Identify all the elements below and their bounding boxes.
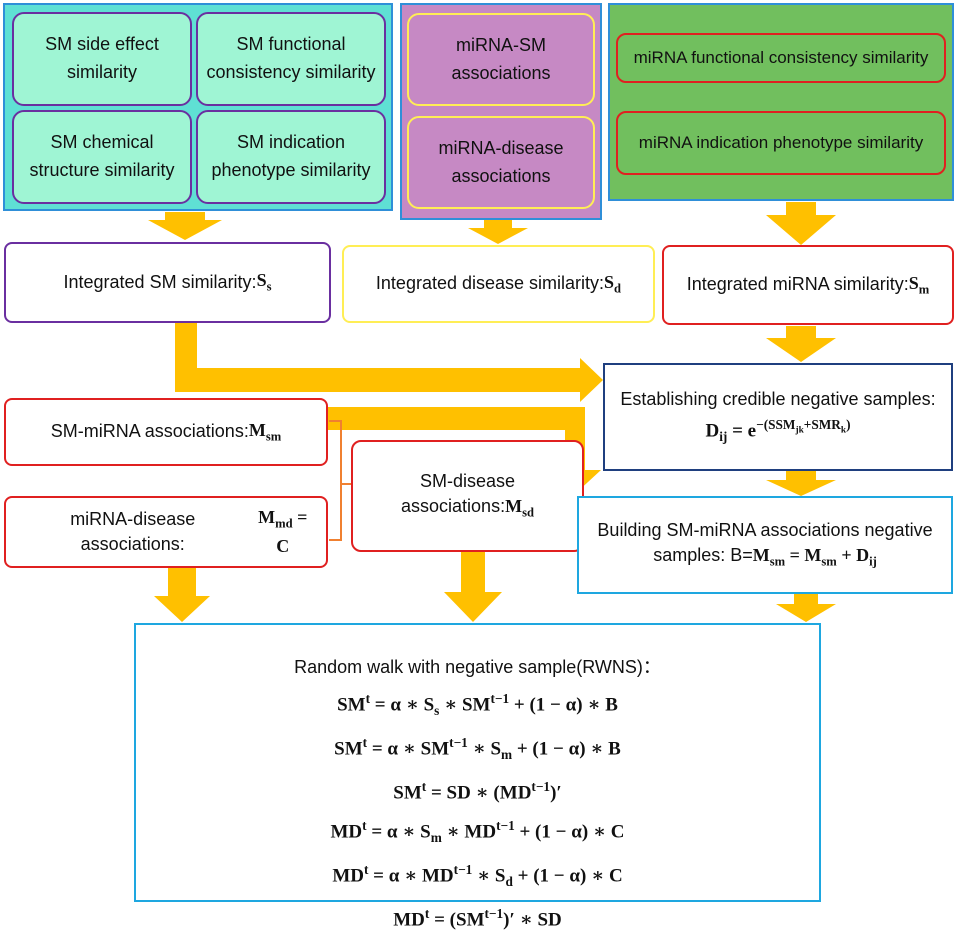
sm-indication-tile: SM indication phenotype similarity (196, 110, 386, 204)
arrow-building-to-rwns (776, 594, 836, 622)
mirna-functional-tile: miRNA functional consistency similarity (616, 33, 946, 83)
building-label-line2: samples: B=Msm = Msm + Dij (653, 545, 877, 570)
disease-similarity-label: Integrated disease similarity: (375, 273, 605, 294)
mirna-features-panel: miRNA functional consistency similarity … (608, 3, 954, 201)
mirna-similarity-label: Integrated miRNA similarity: (686, 274, 909, 295)
sm-mirna-assoc-label: SM-miRNA associations: (50, 421, 249, 442)
sm-similarity-symbol: Ss (256, 270, 272, 294)
association-connector (329, 420, 351, 541)
mirna-functional-label: miRNA functional consistency similarity (633, 47, 929, 67)
integrated-disease-similarity-node: Integrated disease similarity: Sd (342, 245, 655, 323)
arrow-left-to-rwns (154, 565, 210, 622)
building-label-line1: Building SM-miRNA associations negative (597, 520, 933, 541)
negative-samples-label: Establishing credible negative samples: (620, 389, 936, 410)
sm-disease-label-line2: associations:Msd (401, 496, 534, 521)
integrated-mirna-similarity-node: Integrated miRNA similarity: Sm (662, 245, 954, 325)
sm-mirna-assoc-symbol: Msm (248, 419, 282, 444)
sm-features-panel: SM side effect similarity SM functional … (3, 3, 393, 211)
sm-indication-label: SM indication phenotype similarity (211, 132, 371, 180)
arrow-negative-to-building (766, 471, 836, 496)
mirna-disease-assoc-label: miRNA-disease associations: (70, 508, 196, 554)
formula-sm-2: SMt = α ∗ SMt−1 ∗ Sm + (1 − α) ∗ B (334, 735, 621, 763)
sm-functional-tile: SM functional consistency similarity (196, 12, 386, 106)
sm-chemical-label: SM chemical structure similarity (29, 132, 175, 180)
mirna-disease-label: miRNA-disease associations (438, 137, 564, 186)
sm-side-effect-tile: SM side effect similarity (12, 12, 192, 106)
rwns-formulas: SMt = α ∗ Ss ∗ SMt−1 + (1 − α) ∗ B SMt =… (136, 683, 819, 936)
sm-similarity-label: Integrated SM similarity: (63, 271, 257, 292)
disease-similarity-symbol: Sd (604, 271, 622, 296)
formula-sm-3: SMt = SD ∗ (MDt−1)′ (393, 779, 562, 804)
rwns-title: Random walk with negative sample(RWNS)： (294, 657, 661, 677)
mirna-sm-label: miRNA-SM associations (451, 34, 551, 83)
formula-md-3: MDt = (SMt−1)′ ∗ SD (393, 905, 562, 931)
formula-md-1: MDt = α ∗ Sm ∗ MDt−1 + (1 − α) ∗ C (330, 817, 625, 845)
sm-chemical-tile: SM chemical structure similarity (12, 110, 192, 204)
sm-disease-label-line1: SM-disease (419, 471, 516, 492)
mirna-sm-tile: miRNA-SM associations (407, 13, 595, 106)
mirna-similarity-symbol: Sm (908, 272, 930, 297)
arrow-sm-sim-to-negative (175, 322, 603, 402)
building-negative-samples-node: Building SM-miRNA associations negative … (577, 496, 953, 594)
formula-md-2: MDt = α ∗ MDt−1 ∗ Sd + (1 − α) ∗ C (332, 861, 623, 889)
sm-mirna-associations-node: SM-miRNA associations: Msm (4, 398, 328, 466)
mirna-disease-tile: miRNA-disease associations (407, 116, 595, 209)
rwns-box: Random walk with negative sample(RWNS)： … (134, 623, 821, 930)
sm-disease-associations-node: SM-disease associations:Msd (351, 440, 584, 552)
arrow-mirna-sim-down (766, 326, 836, 362)
sm-functional-label: SM functional consistency similarity (206, 34, 376, 82)
arrow-sm-features-down (148, 212, 222, 240)
arrow-sm-mirna-to-building (328, 407, 601, 494)
arrow-mirna-assoc-down (468, 220, 528, 244)
arrow-sm-disease-to-rwns (444, 552, 502, 622)
mirna-indication-label: miRNA indication phenotype similarity (638, 132, 924, 152)
sm-side-effect-label: SM side effect similarity (45, 34, 159, 82)
negative-samples-node: Establishing credible negative samples: … (603, 363, 953, 471)
mirna-disease-assoc-symbol: Mmd = C (258, 507, 308, 556)
integrated-sm-similarity-node: Integrated SM similarity: Ss (4, 242, 331, 323)
negative-samples-formula: Dij = e−(SSMjk+SMRk) (705, 417, 851, 445)
arrows-layer (148, 202, 836, 622)
mirna-associations-panel: miRNA-SM associations miRNA-disease asso… (400, 3, 602, 220)
arrow-mirna-features-down (766, 202, 836, 245)
mirna-indication-tile: miRNA indication phenotype similarity (616, 111, 946, 175)
formula-sm-1: SMt = α ∗ Ss ∗ SMt−1 + (1 − α) ∗ B (337, 691, 618, 719)
mirna-disease-associations-node: miRNA-disease associations: Mmd = C (4, 496, 328, 568)
